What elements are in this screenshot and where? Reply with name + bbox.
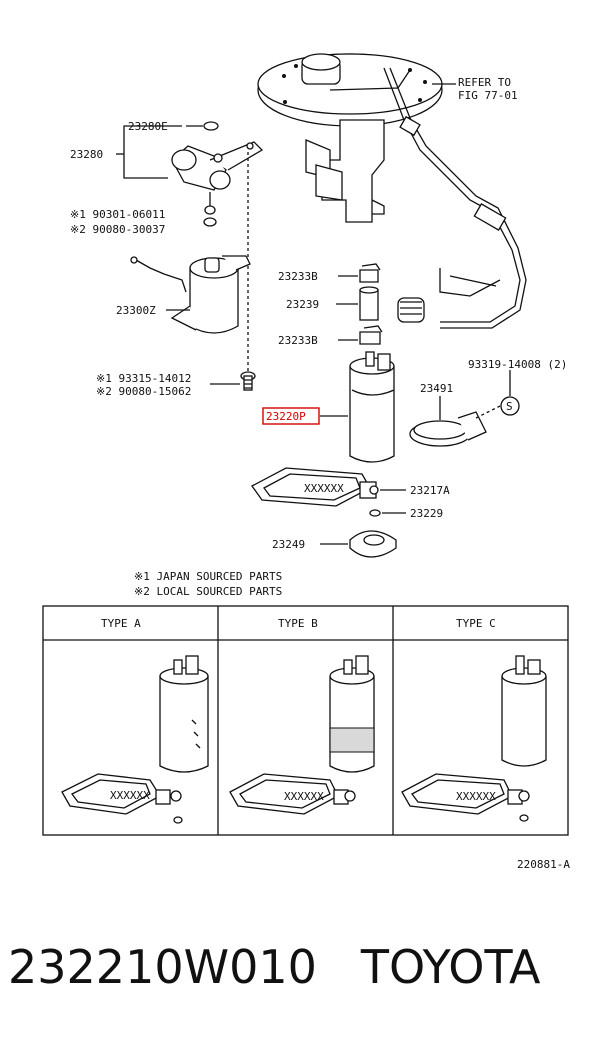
- label-23239: 23239: [286, 298, 319, 311]
- type-c-header: TYPE C: [456, 617, 496, 630]
- screw-marker: [500, 396, 520, 416]
- fuel-pump: [349, 351, 395, 463]
- svg-text:XXXXXX: XXXXXX: [284, 790, 324, 803]
- brand-name: TOYOTA: [360, 940, 541, 994]
- tank-flange-plate: [257, 53, 443, 127]
- fuel-tube: [383, 67, 527, 329]
- cushion-top: [359, 263, 381, 283]
- label-23233B-top: 23233B: [278, 270, 318, 283]
- label-90301: ※1 90301-06011: [70, 208, 165, 221]
- label-23280: 23280: [70, 148, 103, 161]
- clip: [369, 509, 381, 517]
- type-table: [42, 605, 569, 836]
- type-b-pump-drawing: XXXXXX: [229, 655, 375, 815]
- label-23229: 23229: [410, 507, 443, 520]
- label-23249: 23249: [272, 538, 305, 551]
- svg-text:XXXXXX: XXXXXX: [110, 789, 150, 802]
- label-23280E: 23280E: [128, 120, 168, 133]
- screw-marker-letter: S: [506, 400, 513, 413]
- hose: [359, 286, 379, 321]
- svg-text:XXXXXX: XXXXXX: [456, 790, 496, 803]
- refer-to-label: REFER TO: [458, 76, 511, 89]
- part-caption: 232210W010 TOYOTA: [8, 940, 592, 1010]
- label-93315: ※1 93315-14012: [96, 372, 191, 385]
- label-23217A: 23217A: [410, 484, 450, 497]
- type-a-header: TYPE A: [101, 617, 141, 630]
- label-90080a: ※2 90080-30037: [70, 223, 165, 236]
- note-local: ※2 LOCAL SOURCED PARTS: [134, 585, 282, 598]
- label-93319: 93319-14008 (2): [468, 358, 567, 371]
- svg-text:XXXXXX: XXXXXX: [304, 482, 344, 495]
- refer-fig-label: FIG 77-01: [458, 89, 518, 102]
- label-23233B-bottom: 23233B: [278, 334, 318, 347]
- cushion-bottom: [359, 325, 383, 345]
- parts-diagram: REFER TO FIG 77-01: [42, 53, 570, 871]
- fuel-filter: [130, 255, 251, 334]
- pump-bracket: [305, 119, 385, 223]
- fuel-strainer: XXXXXX: [251, 467, 379, 507]
- part-number: 232210W010: [8, 940, 317, 994]
- type-a-pump-drawing: XXXXXX: [61, 655, 209, 824]
- figure-id: 220881-A: [517, 858, 570, 871]
- label-23491: 23491: [420, 382, 453, 395]
- screw: [240, 371, 256, 391]
- type-c-pump-drawing: XXXXXX: [401, 655, 547, 822]
- label-23300Z: 23300Z: [116, 304, 156, 317]
- note-japan: ※1 JAPAN SOURCED PARTS: [134, 570, 282, 583]
- pump-cushion: [349, 530, 397, 558]
- label-90080b: ※2 90080-15062: [96, 385, 191, 398]
- type-b-header: TYPE B: [278, 617, 318, 630]
- pump-band: [409, 411, 487, 447]
- label-23220P: 23220P: [266, 410, 306, 423]
- pressure-regulator: [171, 121, 264, 227]
- highlight-box: [262, 407, 320, 425]
